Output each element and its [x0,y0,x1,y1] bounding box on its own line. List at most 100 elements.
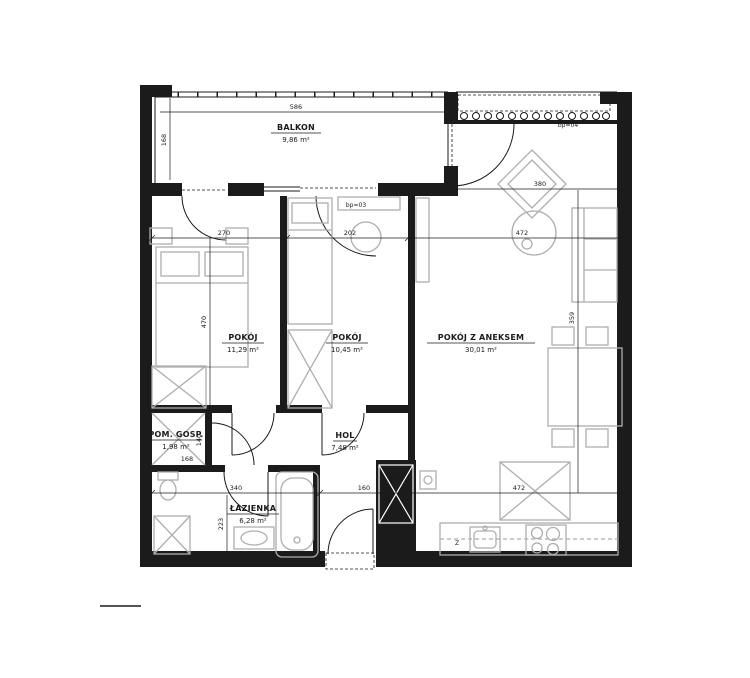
dim-room2-width: 202 [344,229,356,237]
room-name: POKÓJ Z ANEKSEM [438,331,524,342]
hall-wall-a [152,405,232,413]
entrance-opening [325,551,376,567]
bath-top-wall-a [152,465,225,472]
room-label-pokoj-z-aneksem: POKÓJ Z ANEKSEM 30,01 m² [427,331,535,354]
room-label-pokoj-1: POKÓJ 11,29 m² [222,331,264,354]
room-label-lazienka: ŁAZIENKA 6,28 m² [227,504,279,525]
partition-room2-living [408,196,415,462]
kitchen-counter [439,522,619,556]
room-area: 11,29 m² [227,346,259,354]
room-name: ŁAZIENKA [229,504,277,513]
entrance-threshold [325,552,375,570]
tag-blind-living: bp=04 [558,122,578,129]
room-area: 30,01 m² [465,346,497,354]
room-name: BALKON [277,123,315,132]
shelf-room2 [337,196,401,211]
tv-board [415,197,430,283]
nightstand-right [225,227,249,245]
blind-scallops [460,112,610,120]
room-name: POM. GOSP. [148,430,203,439]
bath-top-wall-b [268,465,320,472]
kitchen-sink [469,525,501,553]
pouf-room2 [350,221,382,253]
dim-bath-width: 340 [230,484,242,492]
bed-room2 [287,197,333,325]
dining-table-set [547,326,623,448]
living-top-wall [455,120,617,124]
washbasin [233,526,275,550]
room-area: 6,28 m² [239,517,267,525]
room-name: HOL [335,431,354,440]
dim-pomgosp-width: 168 [181,455,193,463]
room1-door-arc [231,412,275,456]
interior-walls [152,183,448,557]
balcony-wall-pier-3 [378,183,448,196]
wardrobe-room1 [151,365,207,409]
bed-room1 [155,246,249,368]
toilet [157,471,179,501]
nightstand-left [149,227,173,245]
dim-living-width: 472 [516,229,528,237]
dim-balcony-width: 586 [290,103,302,111]
balcony-structure [154,91,449,183]
left-wall [140,85,152,567]
room-area: 10,45 m² [331,346,363,354]
balcony-side-wall-a [444,92,458,124]
dim-bath-side: 223 [217,518,225,530]
balcony-wall-pier-2 [228,183,264,196]
hall-wall-b [276,405,322,413]
loggia-blind [457,94,611,120]
room2-balcony-door-arc [315,195,377,257]
hall-wall-c [366,405,415,413]
wardrobe-room2 [287,329,333,409]
top-left-wall-stub [140,85,172,97]
coffee-table [511,210,557,256]
top-right-corner-stub [600,92,617,104]
entrance-door-arc [327,508,374,555]
shaft-x-pattern [378,464,414,524]
washing-machine [153,515,191,555]
bathroom-door-arc [223,471,269,517]
kitchen-hob [525,524,567,556]
dimension-lines [148,98,632,553]
dim-room1-height: 470 [200,316,208,328]
boiler [419,470,437,490]
bathtub [275,471,319,558]
balcony-wall-pier-1 [152,183,182,196]
living-balcony-door-arc [451,123,515,187]
bath-right-wall [313,472,320,557]
storage-x-pomgosp [151,412,206,466]
room-label-pom-gosp: POM. GOSP. 1,98 m² [148,430,203,451]
room-labels: BALKON 9,86 m² POKÓJ 11,29 m² POKÓJ 10,4… [148,123,535,525]
right-wall [617,92,632,567]
partition-room1-room2 [280,196,287,408]
pomgosp-right-wall [205,413,212,469]
room2-door-arc [321,412,365,456]
room-area: 1,98 m² [162,443,190,451]
room-label-balkon: BALKON 9,86 m² [271,123,321,144]
shaft-block [376,460,416,557]
furniture [149,149,623,558]
room-name: POKÓJ [228,331,257,342]
room-area: 9,86 m² [282,136,310,144]
room1-balcony-door-arc [181,195,227,241]
sofa [571,207,618,303]
doors-windows [181,123,515,570]
pomgosp-door-arc [211,422,255,466]
tag-blind-room2: bp=03 [346,202,366,209]
dim-hall-width: 160 [358,484,370,492]
room-label-hol: HOL 7,48 m² [331,431,359,452]
dim-room1-width: 270 [218,229,230,237]
dim-pomgosp-height: 140 [195,434,203,446]
armchair-diamond [497,149,567,219]
dim-living-height: 359 [568,312,576,324]
wardrobe-living [499,461,571,521]
dim-kitchen-width: 472 [513,484,525,492]
tag-dishwasher: Z [455,540,459,547]
room-area: 7,48 m² [331,444,359,452]
room-label-pokoj-2: POKÓJ 10,45 m² [326,331,368,354]
dim-balcony-depth: 168 [160,134,168,146]
room-name: POKÓJ [332,331,361,342]
